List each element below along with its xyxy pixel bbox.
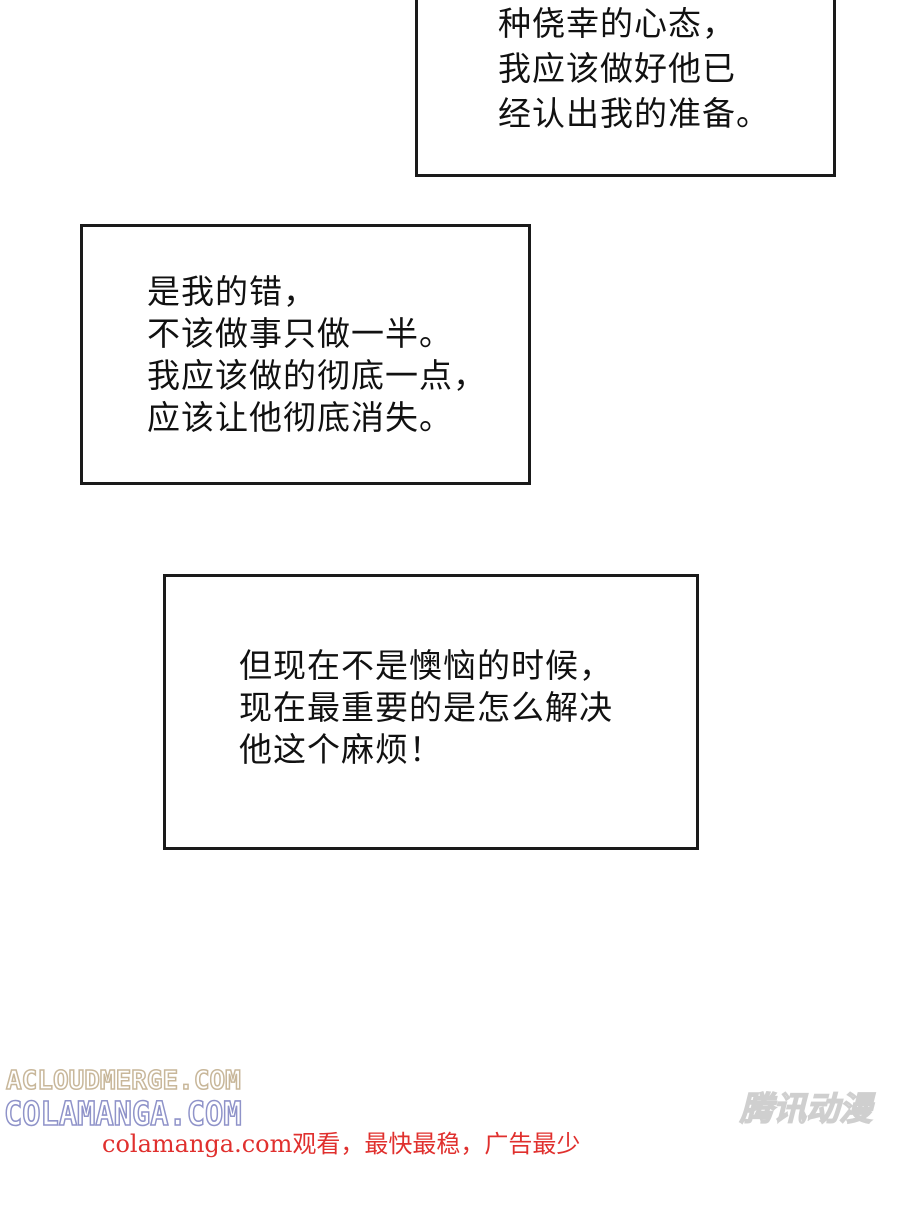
narration-box-2: 是我的错， 不该做事只做一半。 我应该做的彻底一点， 应该让他彻底消失。 (80, 224, 531, 485)
narration-line: 不该做事只做一半。 (147, 314, 453, 353)
narration-line: 我应该做好他已 (498, 49, 736, 88)
narration-line: 应该让他彻底消失。 (147, 398, 453, 437)
narration-line: 经认出我的准备。 (498, 94, 770, 133)
narration-line: 但现在不是懊恼的时候， (239, 646, 613, 685)
narration-text-2: 是我的错， 不该做事只做一半。 我应该做的彻底一点， 应该让他彻底消失。 (147, 271, 487, 439)
narration-line: 种侥幸的心态， (498, 4, 736, 43)
narration-line: 他这个麻烦！ (239, 730, 443, 769)
colamanga-watermark: COLAMANGA.COM (3, 1093, 242, 1134)
narration-text-3: 但现在不是懊恼的时候， 现在最重要的是怎么解决 他这个麻烦！ (239, 645, 613, 771)
acloudmerge-watermark: ACLOUDMERGE.COM (5, 1065, 241, 1097)
narration-box-3: 但现在不是懊恼的时候， 现在最重要的是怎么解决 他这个麻烦！ (163, 574, 699, 850)
narration-line: 是我的错， (147, 272, 317, 311)
narration-text-1: 种侥幸的心态， 我应该做好他已 经认出我的准备。 (498, 1, 770, 136)
narration-line: 现在最重要的是怎么解决 (239, 688, 613, 727)
site-notice: colamanga.com观看，最快最稳，广告最少 (102, 1130, 581, 1158)
narration-box-1: 种侥幸的心态， 我应该做好他已 经认出我的准备。 (415, 0, 836, 177)
narration-line: 我应该做的彻底一点， (147, 356, 487, 395)
publisher-logo: 腾讯动漫 (739, 1088, 872, 1128)
